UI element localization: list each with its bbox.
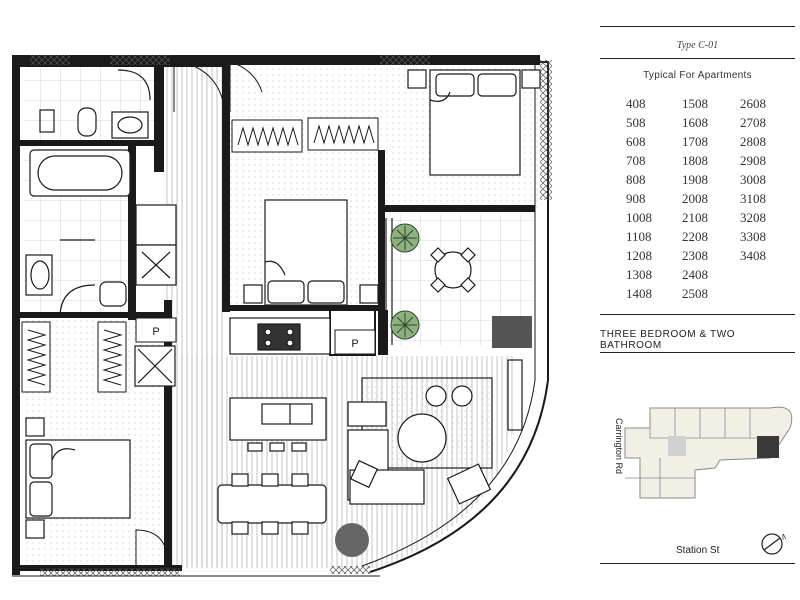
bed-second	[243, 199, 379, 306]
svg-text:P: P	[152, 326, 159, 338]
north-arrow-icon: N	[761, 533, 786, 555]
info-panel: Type C-01 Typical For Apartments 408 508 6…	[600, 0, 800, 600]
apartment-number: 508	[626, 115, 646, 130]
parking-box-1: P	[135, 317, 177, 343]
apartment-number: 1008	[626, 210, 652, 225]
apartment-number: 2808	[740, 134, 766, 149]
apartment-number: 2208	[682, 229, 708, 244]
laundry	[135, 204, 177, 286]
apartment-number: 2908	[740, 153, 766, 168]
apartment-number: 3108	[740, 191, 766, 206]
shower	[134, 345, 176, 387]
apartment-column-2: 1508 1608 1708 1808 1908 2008 2108 2208 2308 2408…	[682, 96, 732, 305]
svg-text:P: P	[351, 338, 358, 350]
apartment-number: 608	[626, 134, 646, 149]
apartment-number: 1908	[682, 172, 708, 187]
svg-text:N: N	[782, 533, 786, 542]
divider	[600, 58, 795, 59]
apartment-number: 1808	[682, 153, 708, 168]
apartment-number: 2608	[740, 96, 766, 111]
divider	[600, 563, 795, 564]
bedroom-bathroom-label: THREE BEDROOM & TWO BATHROOM	[600, 329, 736, 351]
apartment-number: 908	[626, 191, 646, 206]
main-bathroom	[25, 149, 131, 319]
dining-table	[217, 473, 369, 557]
ensuite-bathroom	[39, 69, 151, 139]
apartment-number: 2008	[682, 191, 708, 206]
apartment-number: 1108	[626, 229, 652, 244]
balcony	[385, 218, 532, 348]
road-label-carrington: Carrington Rd	[614, 418, 624, 475]
apartment-number: 708	[626, 153, 646, 168]
kitchen	[229, 317, 331, 452]
apartment-number: 2708	[740, 115, 766, 130]
doors	[135, 61, 263, 566]
type-label: Type C-01	[676, 40, 719, 51]
apartment-number: 808	[626, 172, 646, 187]
key-plan	[624, 406, 793, 499]
apartment-number: 3308	[740, 229, 766, 244]
apartment-number: 1308	[626, 267, 652, 282]
typical-heading: Typical For Apartments	[643, 70, 752, 81]
apartment-number: 2308	[682, 248, 708, 263]
windows	[30, 55, 430, 65]
apartment-number: 1708	[682, 134, 708, 149]
bed-master	[407, 69, 541, 176]
bed-third	[25, 417, 131, 539]
road-label-station: Station St	[676, 545, 720, 556]
divider	[600, 314, 795, 315]
curved-facade	[12, 60, 552, 577]
apartment-column-3: 2608 2708 2808 2908 3008 3108 3208 3308 3408	[740, 96, 790, 267]
apartment-number: 2508	[682, 286, 708, 301]
apartment-number: 1608	[682, 115, 708, 130]
parking-box-2: P	[334, 329, 376, 355]
apartment-number: 1508	[682, 96, 708, 111]
apartment-number: 1208	[626, 248, 652, 263]
apartment-number: 3408	[740, 248, 766, 263]
living-room	[347, 359, 523, 505]
wardrobes	[21, 117, 379, 393]
apartment-number: 1408	[626, 286, 652, 301]
apartment-number: 2408	[682, 267, 708, 282]
divider	[600, 26, 795, 27]
plant-icon	[390, 223, 420, 340]
floor-plan: P P	[12, 55, 552, 577]
apartment-number: 408	[626, 96, 646, 111]
apartment-number: 3008	[740, 172, 766, 187]
apartment-number: 2108	[682, 210, 708, 225]
apartment-number: 3208	[740, 210, 766, 225]
apartment-column-1: 408 508 608 708 808 908 1008 1108 1208 1308 1408	[626, 96, 676, 305]
divider	[600, 352, 795, 353]
